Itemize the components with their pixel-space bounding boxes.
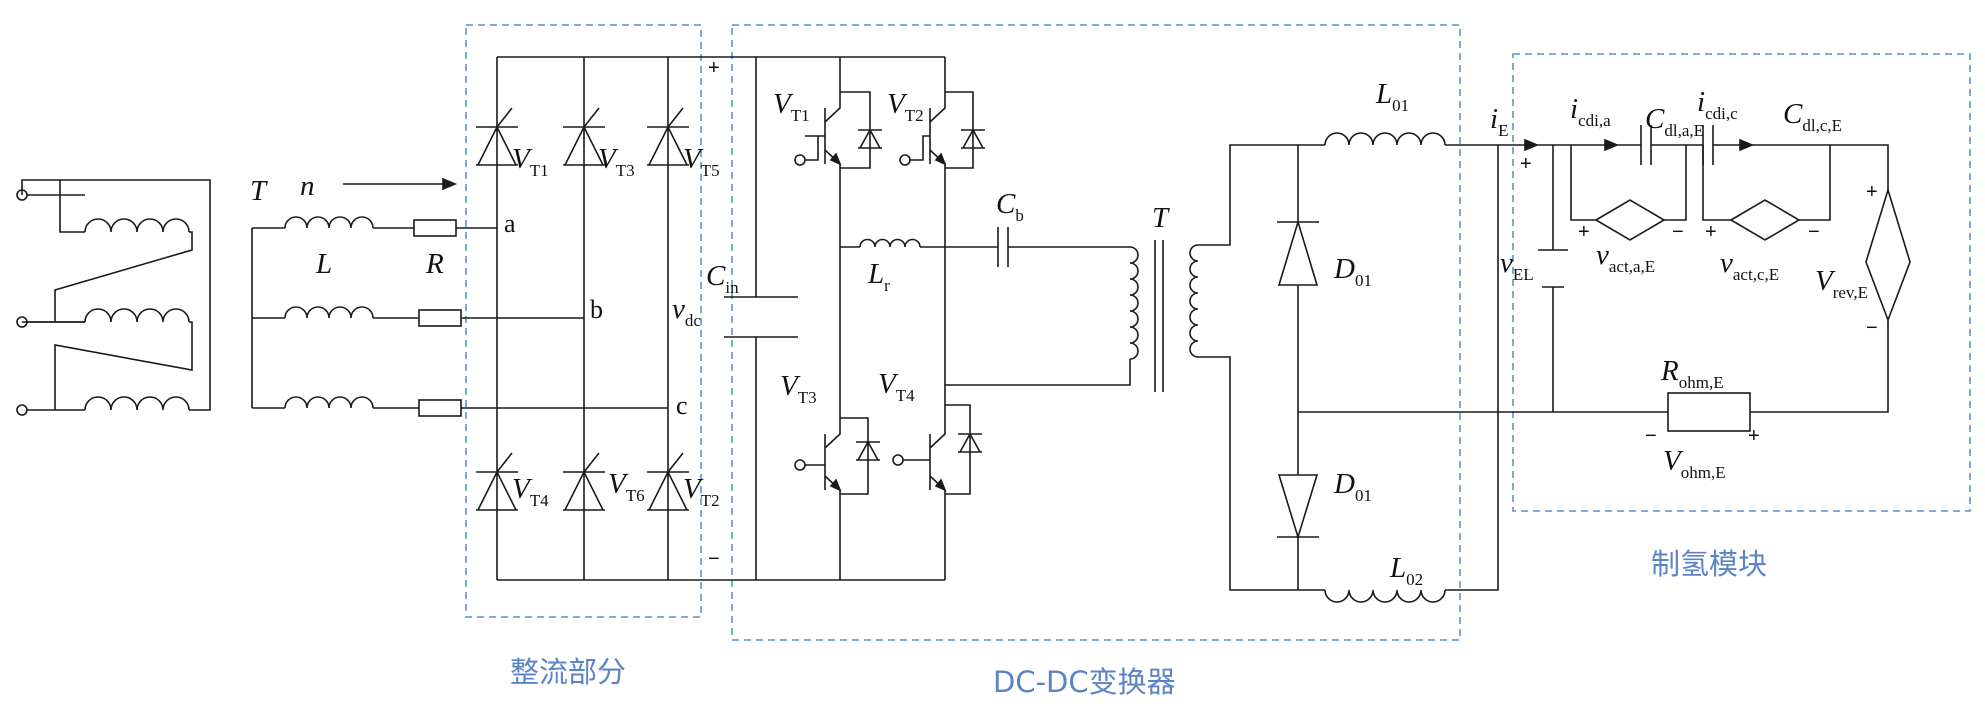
label-dc-t1: VT1 xyxy=(773,88,810,125)
label-d01-top: D01 xyxy=(1333,253,1372,290)
label-dc-t4: VT4 xyxy=(878,368,915,405)
label-lr: Lr xyxy=(867,258,890,295)
label-dc-t3: VT3 xyxy=(780,370,817,407)
labels: T n L R a b c VT1 VT3 VT5 VT4 VT6 VT2 vd… xyxy=(250,57,1878,589)
label-vt6: VT6 xyxy=(608,468,645,505)
label-vel: vEL xyxy=(1500,247,1534,284)
plus-el: + xyxy=(1520,153,1532,175)
minus-rect: − xyxy=(708,548,720,570)
thyristor-bridge xyxy=(476,56,945,581)
label-cb: Cb xyxy=(996,188,1024,225)
resistor-ohm xyxy=(1667,392,1751,432)
label-cdl-a: Cdl,a,E xyxy=(1645,103,1704,140)
resistor-b xyxy=(418,309,462,327)
resistor-a xyxy=(413,219,457,237)
label-vt5: VT5 xyxy=(683,143,720,180)
caption-hydrogen: 制氢模块 xyxy=(1651,547,1767,581)
resistor-c xyxy=(418,399,462,417)
hydrogen-module xyxy=(1538,125,1911,432)
label-rohm: Rohm,E xyxy=(1660,355,1724,392)
label-n: n xyxy=(300,170,315,202)
plus-ohm: + xyxy=(1748,425,1760,447)
label-T-mid: T xyxy=(1152,202,1170,234)
label-vt2: VT2 xyxy=(683,473,720,510)
plus-rect: + xyxy=(708,57,720,79)
minus-ohm: − xyxy=(1645,425,1657,447)
minus-vact-a: − xyxy=(1672,221,1684,243)
label-vt1: VT1 xyxy=(512,143,549,180)
label-d01-bot: D01 xyxy=(1333,468,1372,505)
rectifier-box xyxy=(465,24,702,618)
label-L: L xyxy=(315,248,332,280)
label-vohm: Vohm,E xyxy=(1663,445,1726,482)
label-b: b xyxy=(590,295,603,324)
label-icdi-a: icdi,a xyxy=(1570,93,1611,130)
caption-dcdc: DC-DC变换器 xyxy=(993,665,1176,699)
label-T-left: T xyxy=(250,175,268,207)
label-dc-t2: VT2 xyxy=(887,88,924,125)
input-lines xyxy=(251,177,668,417)
dcdc-box xyxy=(731,24,1461,641)
label-vt4: VT4 xyxy=(512,473,549,510)
plus-vact-a: + xyxy=(1578,221,1590,243)
label-vact-c: vact,c,E xyxy=(1720,247,1779,284)
label-vt3: VT3 xyxy=(598,143,635,180)
label-vact-a: vact,a,E xyxy=(1596,239,1655,276)
three-phase-source xyxy=(16,179,211,416)
label-cdl-c: Cdl,c,E xyxy=(1783,98,1842,135)
label-l01: L01 xyxy=(1375,78,1409,115)
label-vdc: vdc xyxy=(672,293,701,330)
label-icdi-c: icdi,c xyxy=(1697,86,1738,123)
label-l02: L02 xyxy=(1389,552,1423,589)
hydrogen-box xyxy=(1512,53,1971,512)
label-cin: Cin xyxy=(706,260,739,297)
plus-vrev: + xyxy=(1866,181,1878,203)
caption-rectifier: 整流部分 xyxy=(510,655,626,689)
label-vrev: Vrev,E xyxy=(1815,265,1868,302)
label-a: a xyxy=(504,209,516,238)
plus-vact-c: + xyxy=(1705,221,1717,243)
label-R: R xyxy=(425,248,444,280)
label-ie: iE xyxy=(1490,103,1508,140)
label-c: c xyxy=(676,391,688,420)
minus-vrev: − xyxy=(1866,317,1878,339)
minus-vact-c: − xyxy=(1808,221,1820,243)
dcdc-converter xyxy=(724,57,1668,603)
captions: 整流部分 DC-DC变换器 制氢模块 xyxy=(510,547,1767,699)
